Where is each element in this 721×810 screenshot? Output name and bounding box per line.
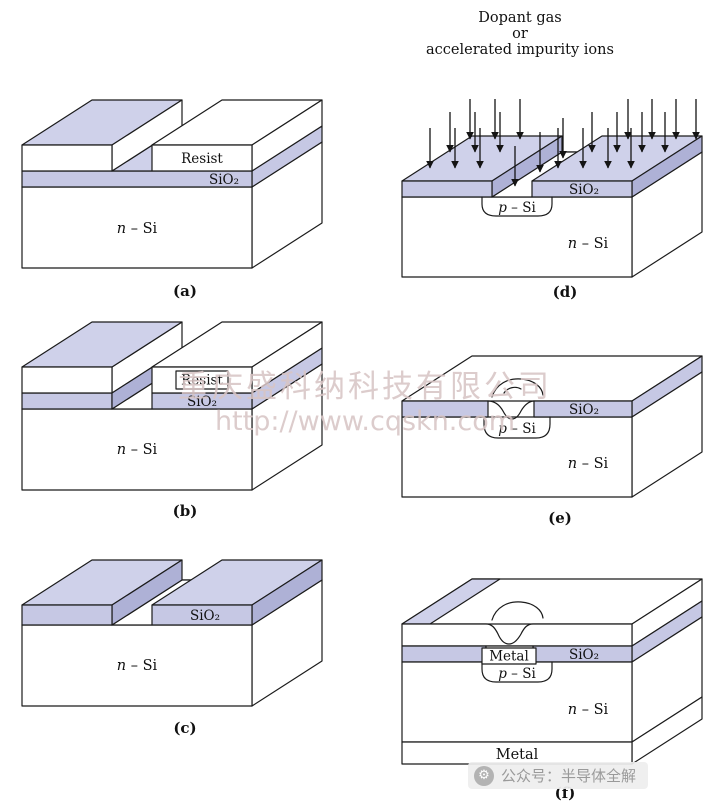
n-si-label: n – Si xyxy=(117,442,158,458)
p-si-label: p – Si xyxy=(498,421,536,437)
panel-f: Metal SiO₂ p – Si n – Si Metal (f) xyxy=(401,578,703,802)
panel-letter-f: (f) xyxy=(555,784,576,802)
resist-label: Resist xyxy=(181,151,223,167)
n-si-label: n – Si xyxy=(568,236,609,252)
sio2-label: SiO₂ xyxy=(569,402,599,418)
surface-crater-outline xyxy=(491,378,544,398)
sio2-label: SiO₂ xyxy=(190,608,220,624)
panel-d: Dopant gas or accelerated impurity ions xyxy=(401,10,703,301)
sio2-label: SiO₂ xyxy=(569,647,599,663)
oxide-left-front xyxy=(21,604,113,626)
resist-right-front xyxy=(151,144,253,172)
panel-b: Resist SiO₂ n – Si (b) xyxy=(21,321,323,520)
p-region-outline xyxy=(483,416,551,439)
oxide-left-front xyxy=(401,400,489,418)
p-si-label: p – Si xyxy=(498,666,536,682)
panel-letter-d: (d) xyxy=(553,283,578,301)
oxide-right-front xyxy=(531,180,633,198)
dopant-caption-line3: accelerated impurity ions xyxy=(426,42,614,58)
bottom-metal-label: Metal xyxy=(496,747,539,763)
p-region-outline xyxy=(481,661,553,683)
surface-crater-outline xyxy=(491,601,544,621)
sio2-label: SiO₂ xyxy=(187,394,217,410)
sio2-label: SiO₂ xyxy=(209,172,239,188)
metal-front-face xyxy=(401,623,633,647)
oxide-right-front xyxy=(533,400,633,418)
regrown-oxide-dip xyxy=(487,400,535,420)
n-si-label: n – Si xyxy=(568,456,609,472)
p-region-outline xyxy=(481,196,553,217)
panel-letter-a: (a) xyxy=(173,282,197,300)
surface-crater-inner xyxy=(503,386,522,394)
metal-contact-label: Metal xyxy=(489,649,529,665)
panel-e: SiO₂ p – Si n – Si (e) xyxy=(401,355,703,527)
n-si-label: n – Si xyxy=(568,702,609,718)
oxide-left-front xyxy=(401,645,487,663)
panel-c: SiO₂ n – Si (c) xyxy=(21,559,323,737)
panel-letter-c: (c) xyxy=(173,719,196,737)
oxide-left-front xyxy=(401,180,493,198)
oxide-left-front xyxy=(21,392,113,410)
p-si-label: p – Si xyxy=(498,200,536,216)
sio2-label: SiO₂ xyxy=(569,182,599,198)
resist-label-box xyxy=(175,370,229,390)
resist-label: Resist xyxy=(181,373,223,389)
panel-a: Resist SiO₂ n – Si (a) xyxy=(21,99,323,300)
metal-label-box xyxy=(481,647,537,665)
panel-letter-b: (b) xyxy=(173,502,198,520)
n-si-label: n – Si xyxy=(117,658,158,674)
resist-left-front xyxy=(21,144,113,172)
dopant-caption-line2: or xyxy=(512,26,528,42)
n-si-label: n – Si xyxy=(117,221,158,237)
resist-left-front xyxy=(21,366,113,394)
panel-letter-e: (e) xyxy=(548,509,572,527)
dopant-caption-line1: Dopant gas xyxy=(478,10,561,26)
ion-beam-arrows xyxy=(426,99,700,187)
oxide-right-front xyxy=(151,604,253,626)
